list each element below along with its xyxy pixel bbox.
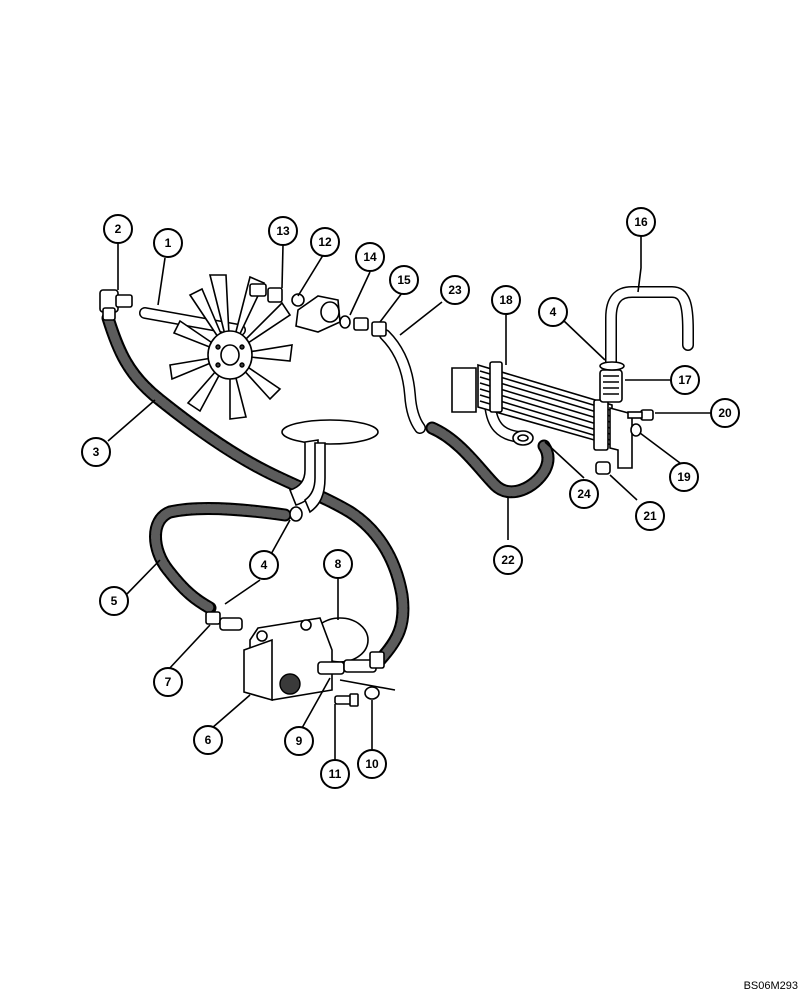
callout-2-label: 2	[115, 222, 122, 236]
hydraulic-pump-6	[243, 617, 369, 702]
callout-18-label: 18	[499, 293, 513, 307]
callout-2: 2	[103, 214, 133, 244]
callout-10: 10	[357, 749, 387, 779]
callout-15: 15	[389, 265, 419, 295]
callout-6-label: 6	[205, 733, 212, 747]
hose-22	[425, 421, 555, 499]
upper-pump	[249, 283, 387, 337]
callout-14: 14	[355, 242, 385, 272]
callout-12-label: 12	[318, 235, 332, 249]
callout-5: 5	[99, 586, 129, 616]
fitting-9	[343, 651, 385, 673]
callout-24: 24	[569, 479, 599, 509]
callout-21: 21	[635, 501, 665, 531]
callout-4a: 4	[249, 550, 279, 580]
mount-line	[339, 679, 396, 691]
callout-22: 22	[493, 545, 523, 575]
callout-11-label: 11	[329, 767, 342, 781]
callout-8: 8	[323, 549, 353, 579]
callout-22-label: 22	[501, 553, 515, 567]
reservoir	[281, 419, 379, 522]
callout-15-label: 15	[397, 273, 411, 287]
callout-1: 1	[153, 228, 183, 258]
callout-20-label: 20	[718, 406, 732, 420]
callout-7: 7	[153, 667, 183, 697]
callout-18: 18	[491, 285, 521, 315]
bolt-11	[334, 693, 359, 707]
callout-19-label: 19	[677, 470, 691, 484]
hose-3	[101, 311, 410, 667]
callout-8-label: 8	[335, 557, 342, 571]
fitting-2	[99, 289, 133, 321]
callout-16-label: 16	[634, 215, 648, 229]
drawing-code: BS06M293	[743, 980, 798, 992]
callout-17-label: 17	[678, 373, 692, 387]
callout-7-label: 7	[165, 675, 172, 689]
fitting-7	[205, 611, 243, 631]
callout-5-label: 5	[111, 594, 118, 608]
callout-10-label: 10	[365, 757, 379, 771]
callout-17: 17	[670, 365, 700, 395]
callout-3: 3	[81, 437, 111, 467]
callout-12: 12	[310, 227, 340, 257]
callout-6: 6	[193, 725, 223, 755]
washer-10	[364, 686, 380, 700]
callout-21-label: 21	[643, 509, 657, 523]
spacer-21	[595, 461, 611, 475]
callout-4b: 4	[538, 297, 568, 327]
washer-19	[630, 423, 642, 437]
tube-16	[605, 286, 694, 371]
callout-4a-label: 4	[261, 558, 268, 572]
hose-5	[149, 502, 292, 615]
callout-3-label: 3	[93, 445, 100, 459]
callout-9: 9	[284, 726, 314, 756]
callout-20: 20	[710, 398, 740, 428]
callout-11: 11	[320, 759, 350, 789]
callout-4b-label: 4	[550, 305, 557, 319]
fan	[169, 274, 293, 420]
callout-13-label: 13	[276, 224, 290, 238]
callout-16: 16	[626, 207, 656, 237]
callout-14-label: 14	[363, 250, 377, 264]
bolt-20	[627, 409, 654, 421]
callout-23-label: 23	[448, 283, 462, 297]
callout-9-label: 9	[296, 734, 303, 748]
callout-23: 23	[440, 275, 470, 305]
leaders	[107, 236, 711, 760]
callout-1-label: 1	[165, 236, 172, 250]
oil-cooler	[451, 361, 633, 469]
callout-19: 19	[669, 462, 699, 492]
clamp-24	[512, 430, 534, 446]
callout-13: 13	[268, 216, 298, 246]
callout-24-label: 24	[577, 487, 591, 501]
tube-23	[379, 329, 426, 434]
